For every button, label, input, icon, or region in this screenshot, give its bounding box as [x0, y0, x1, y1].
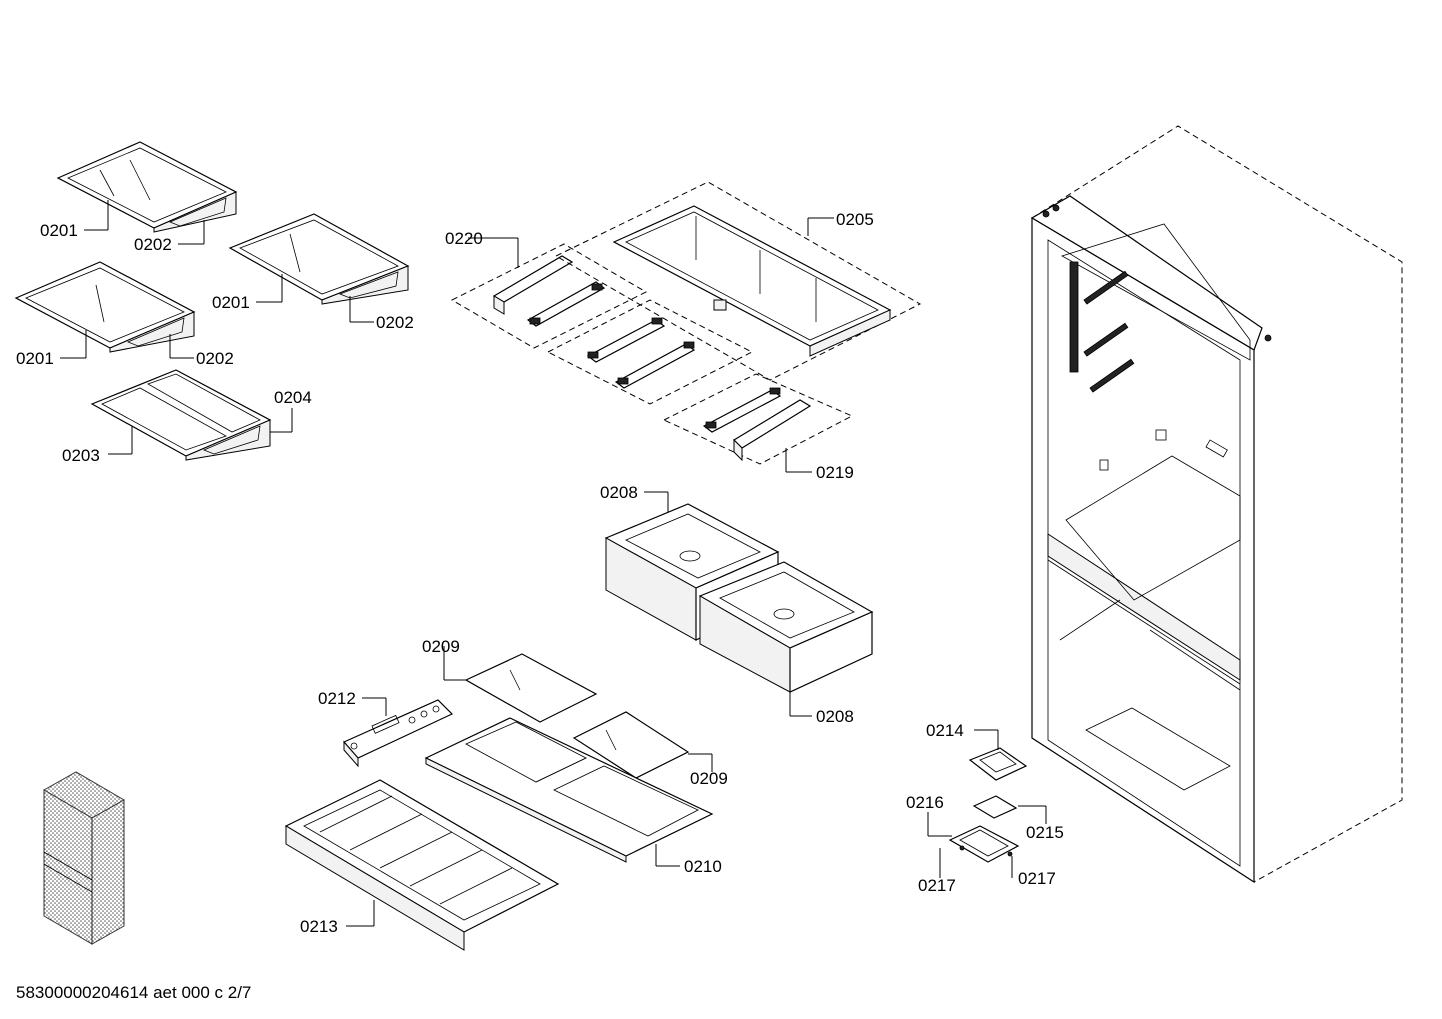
refrigerator-cabinet [1030, 125, 1403, 884]
appliance-thumbnail [42, 771, 126, 945]
label-0201-middle-left: 0201 [16, 349, 54, 368]
slide-rail-set-right [662, 373, 854, 465]
label-0201-middle-right: 0201 [212, 293, 250, 312]
label-0214: 0214 [926, 721, 964, 740]
label-0217-right: 0217 [1018, 869, 1056, 888]
label-0209-lower: 0209 [690, 769, 728, 788]
label-0202-middle-right: 0202 [376, 313, 414, 332]
label-0213: 0213 [300, 917, 338, 936]
label-0220: 0220 [445, 229, 483, 248]
label-0209-upper: 0209 [422, 637, 460, 656]
label-0202-middle-left: 0202 [196, 349, 234, 368]
label-0208-lower: 0208 [816, 707, 854, 726]
crisper-drawer-right [698, 561, 874, 693]
drawer-cover-frame [424, 717, 714, 863]
label-0202-top: 0202 [134, 235, 172, 254]
glass-cover-lower [572, 711, 690, 779]
glass-shelf-middle-left [14, 261, 196, 353]
label-0203: 0203 [62, 446, 100, 465]
label-0212: 0212 [318, 689, 356, 708]
glass-shelf-top [56, 141, 238, 233]
split-glass-shelf [90, 369, 272, 461]
slide-rail-set-middle [546, 299, 754, 405]
filter-pad [972, 795, 1018, 819]
slide-rail-set-left [450, 243, 648, 349]
control-panel [343, 699, 454, 768]
large-glass-shelf [554, 181, 922, 381]
label-0216: 0216 [906, 793, 944, 812]
label-0201-top: 0201 [40, 221, 78, 240]
label-0215: 0215 [1026, 823, 1064, 842]
freezer-tray [284, 779, 560, 951]
glass-shelf-middle-right [228, 213, 410, 305]
document-id: 58300000204614 aet 000 c 2/7 [16, 983, 251, 1002]
label-0219: 0219 [816, 463, 854, 482]
label-0208-upper: 0208 [600, 483, 638, 502]
label-0204: 0204 [274, 388, 312, 407]
label-0217-left: 0217 [918, 876, 956, 895]
grille-tray [948, 825, 1020, 863]
label-0210: 0210 [684, 857, 722, 876]
bracket-plate [968, 747, 1028, 781]
glass-cover-upper [464, 653, 598, 723]
label-0205: 0205 [836, 210, 874, 229]
